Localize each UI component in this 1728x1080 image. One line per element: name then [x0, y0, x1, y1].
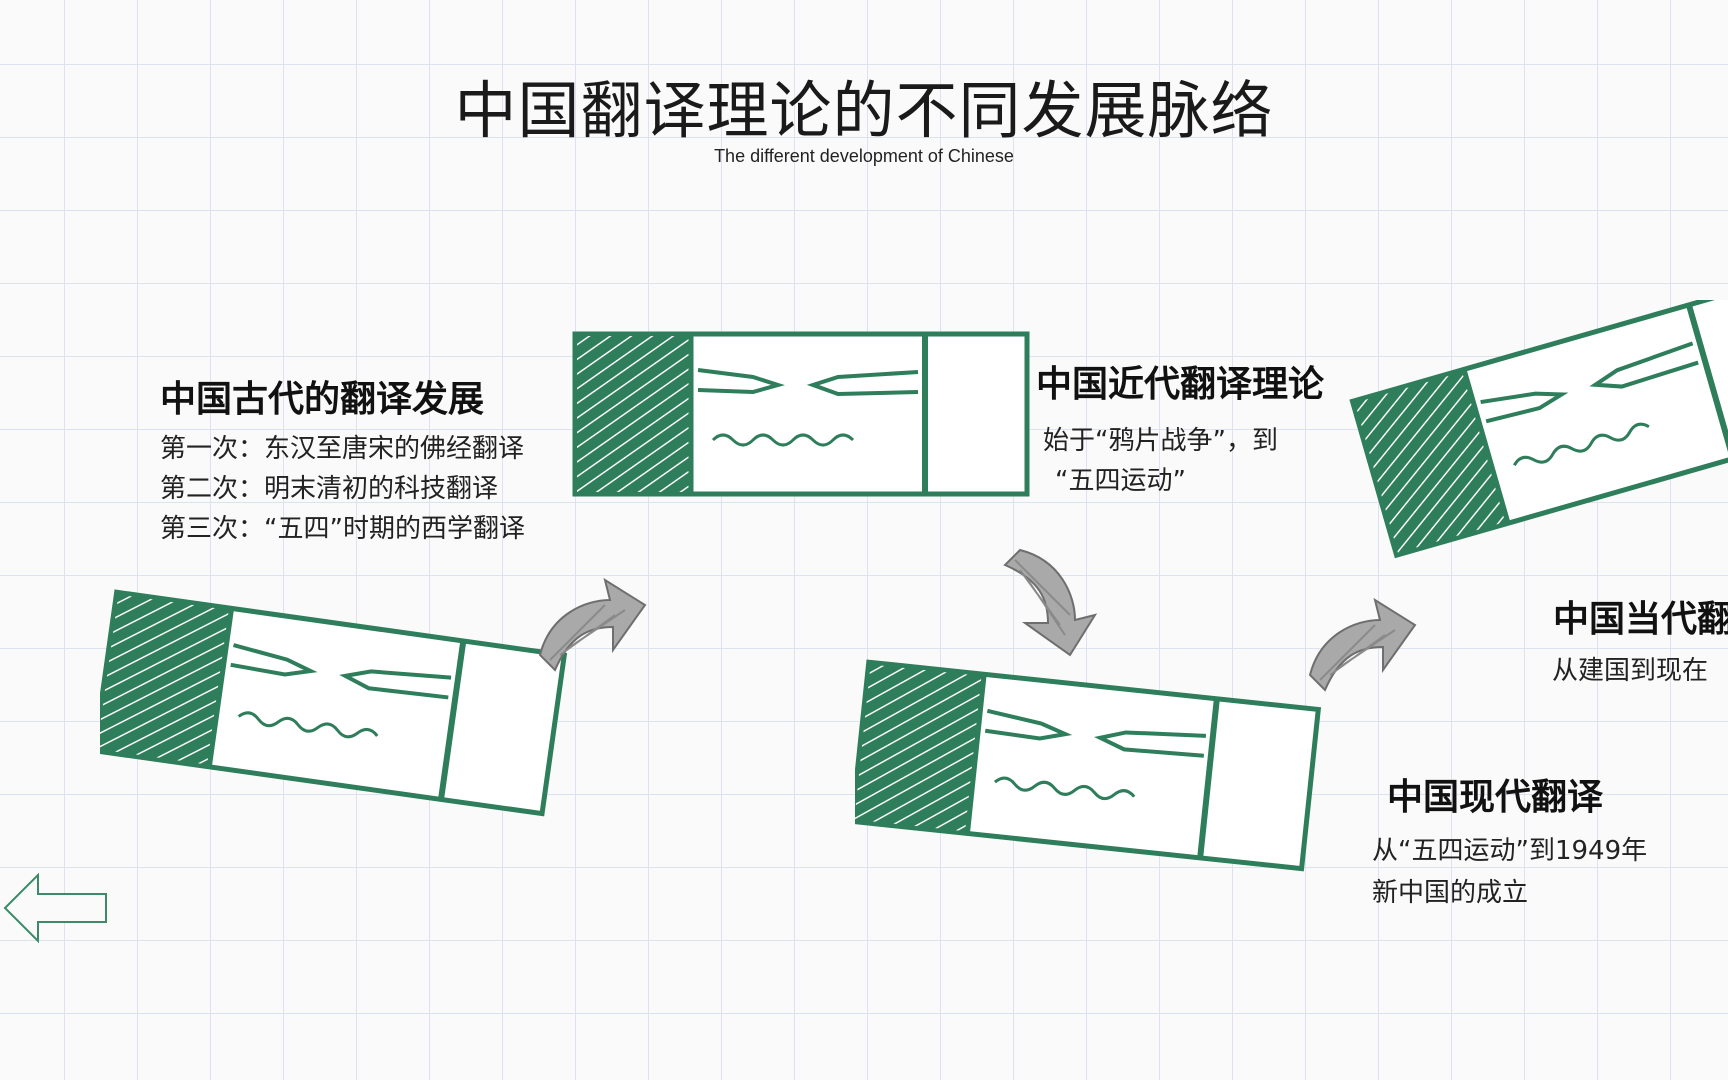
- curved-arrow-icon-1: [539, 579, 646, 671]
- curved-arrow-icon-2: [1004, 549, 1096, 656]
- section-heading-modern-early: 中国近代翻译理论: [1036, 364, 1325, 405]
- section-line: 从“五四运动”到1949年: [1372, 836, 1648, 866]
- section-heading-ancient: 中国古代的翻译发展: [160, 379, 485, 420]
- section-heading-modern: 中国现代翻译: [1387, 777, 1604, 818]
- section-heading-contemporary: 中国当代翻: [1553, 599, 1728, 640]
- back-arrow-icon[interactable]: [2, 872, 110, 944]
- section-line: 从建国到现在: [1552, 656, 1709, 686]
- pencil-drawing-icon-3: [855, 650, 1335, 910]
- pencil-drawing-icon-1: [100, 560, 580, 820]
- section-line: 第三次：“五四”时期的西学翻译: [160, 514, 525, 544]
- section-line: 第一次：东汉至唐宋的佛经翻译: [160, 434, 525, 464]
- page-title: 中国翻译理论的不同发展脉络: [454, 74, 1274, 147]
- pencil-drawing-icon-4: [1340, 300, 1728, 620]
- section-line: 第二次：明末清初的科技翻译: [160, 474, 499, 504]
- section-line: “五四运动”: [1055, 466, 1186, 496]
- section-line: 始于“鸦片战争”，到: [1043, 426, 1278, 456]
- section-line: 新中国的成立: [1372, 878, 1529, 908]
- page-subtitle: The different development of Chinese: [714, 146, 1014, 166]
- curved-arrow-icon-3: [1309, 599, 1416, 691]
- pencil-drawing-icon-2: [565, 320, 1045, 520]
